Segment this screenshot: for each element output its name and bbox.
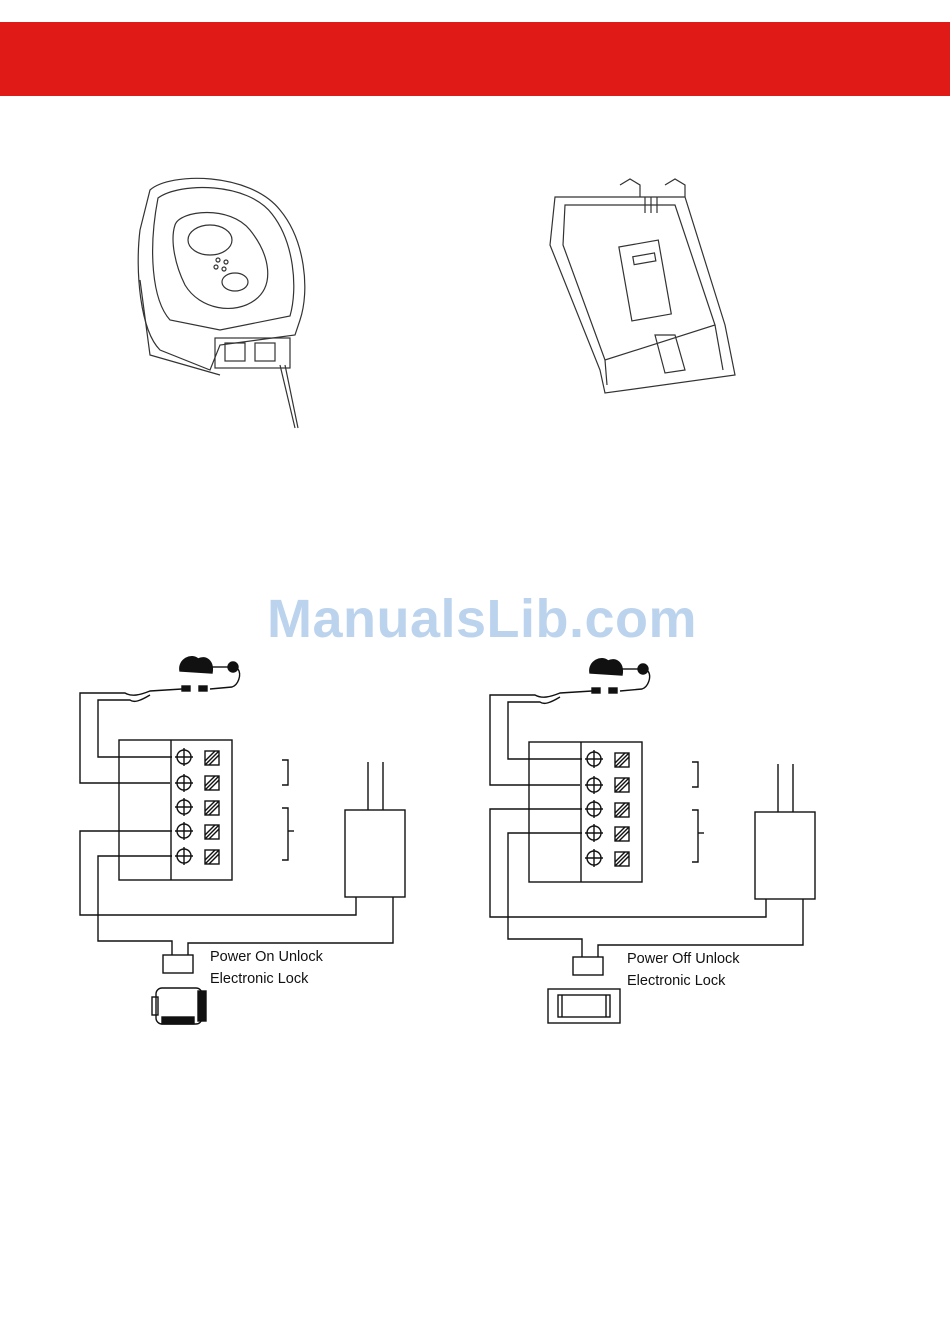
diagram-2-caption-line1: Power Off Unlock [627, 948, 740, 970]
diagram-2-caption-line2: Electronic Lock [627, 970, 740, 992]
diagram-1-caption-line2: Electronic Lock [210, 968, 323, 990]
diagram-1-caption: Power On Unlock Electronic Lock [210, 946, 323, 990]
diagram-2-caption: Power Off Unlock Electronic Lock [627, 948, 740, 992]
diagram-1-caption-line1: Power On Unlock [210, 946, 323, 968]
watermark: ManualsLib.com [0, 588, 950, 650]
mounting-bracket-illustration [545, 175, 745, 400]
device-front-illustration [130, 170, 320, 435]
header-bar [0, 22, 950, 96]
